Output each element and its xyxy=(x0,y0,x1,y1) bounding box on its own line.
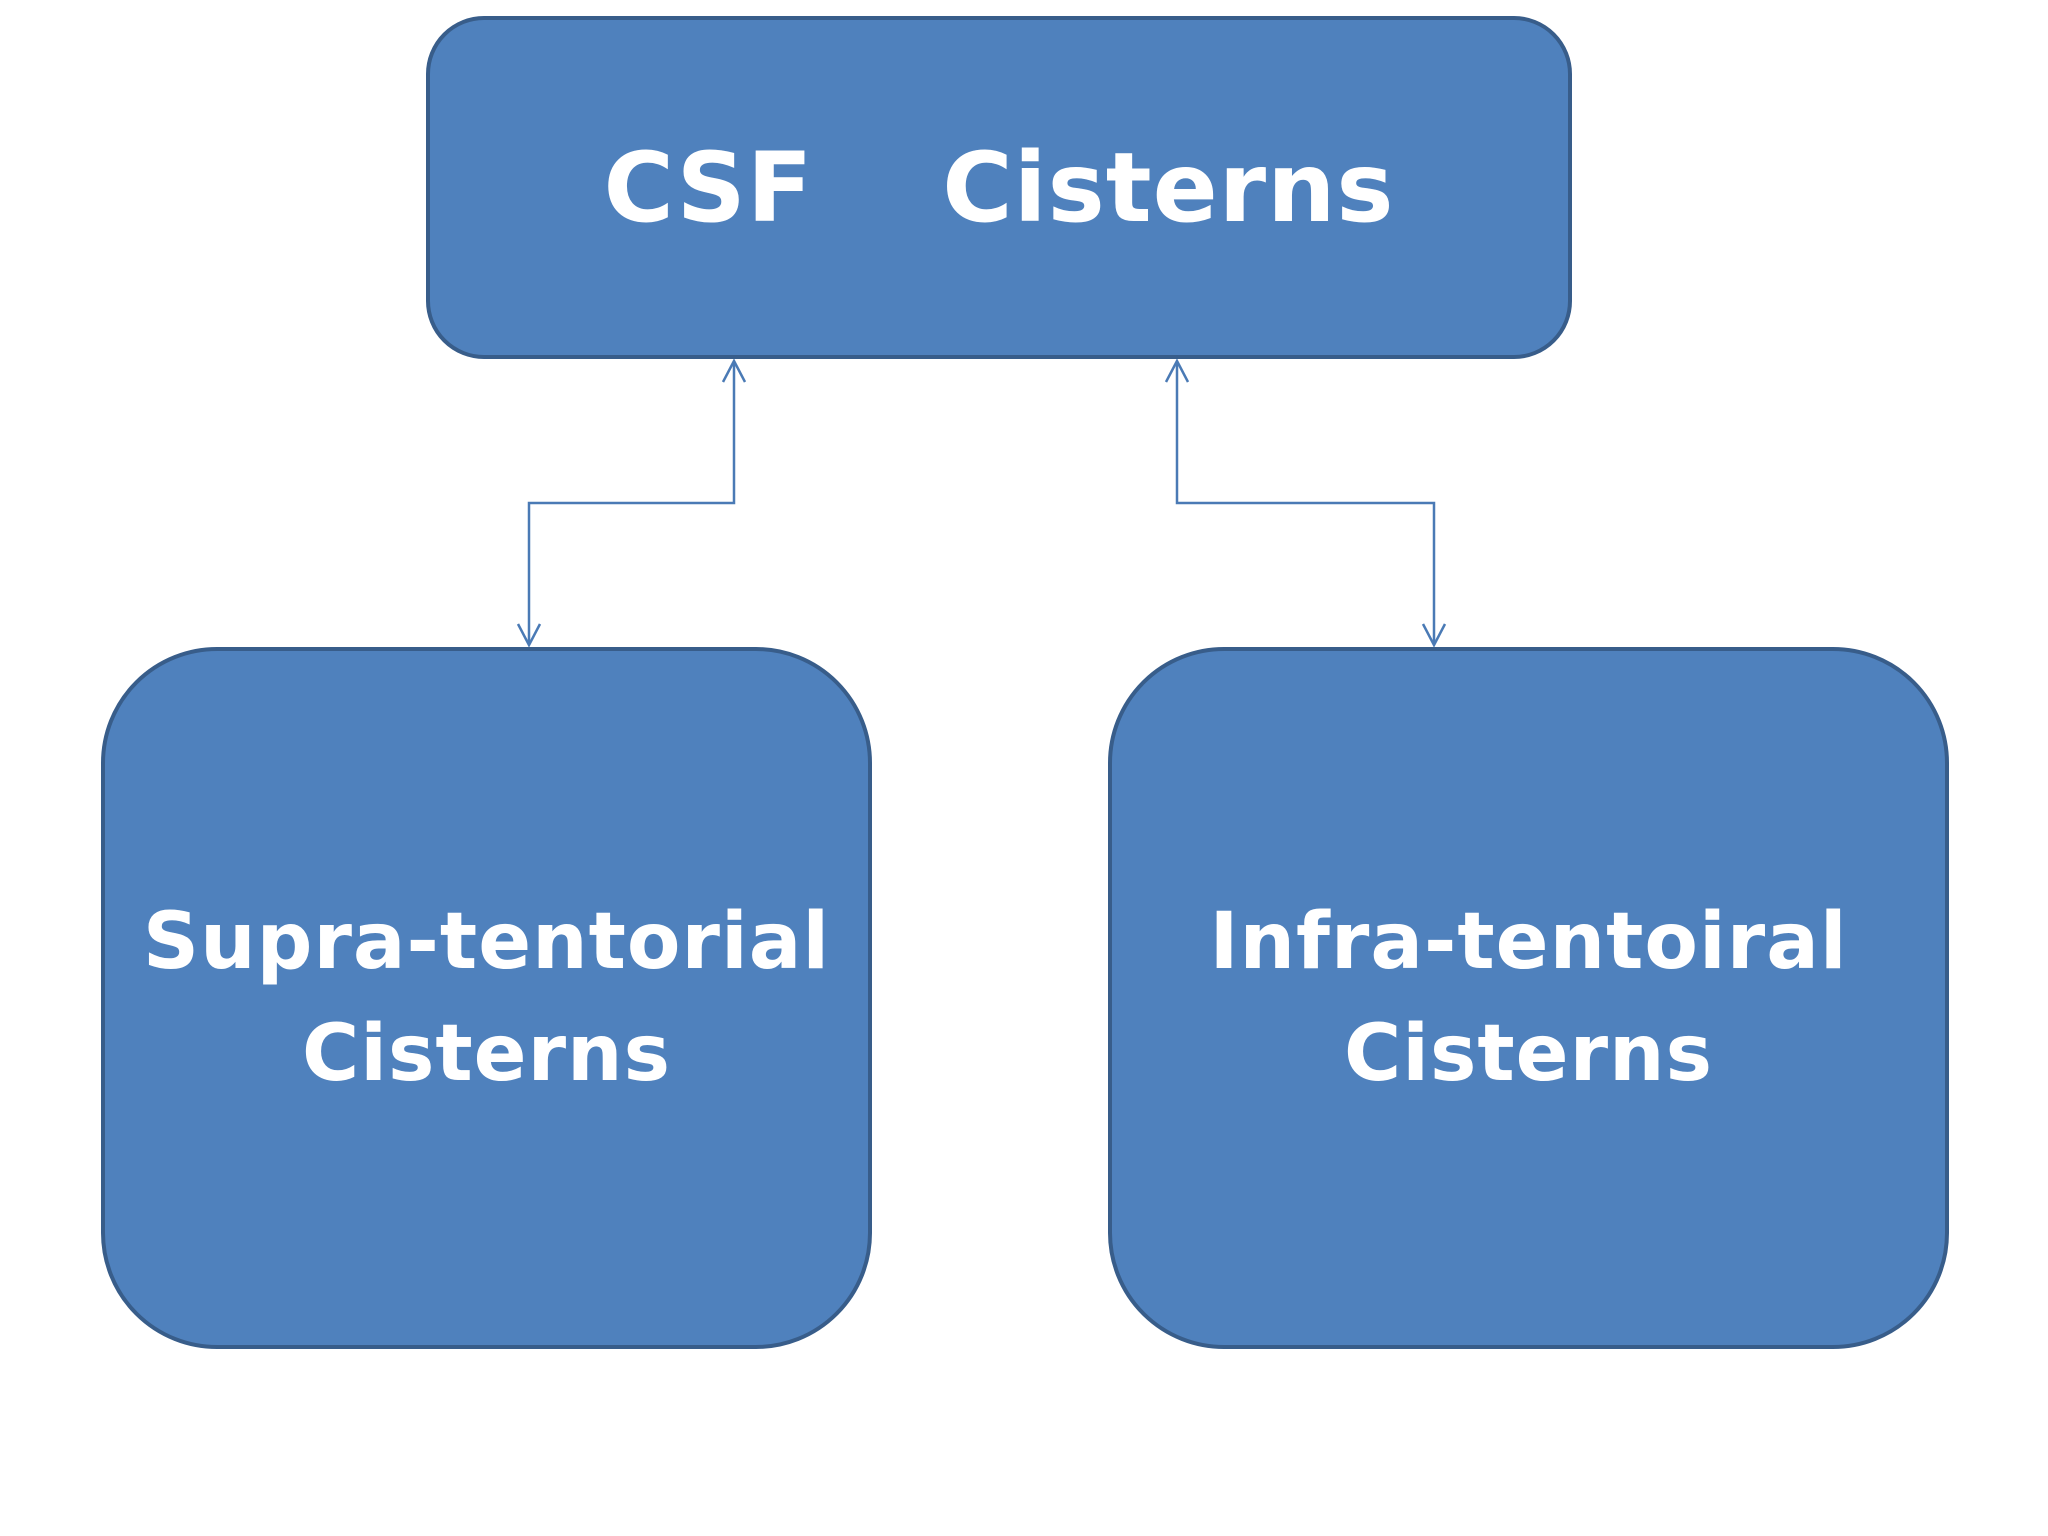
connector-root-to-infra xyxy=(1175,361,1436,645)
arrowhead-root-left xyxy=(721,358,747,383)
connector-root-to-supra xyxy=(527,361,736,645)
supra-tentorial-label: Supra-tentorial Cisterns xyxy=(143,886,830,1110)
infra-tentorial-label: Infra-tentoiral Cisterns xyxy=(1209,886,1847,1110)
infra-tentorial-line2: Cisterns xyxy=(1343,1009,1714,1099)
root-node-label: CSF Cisterns xyxy=(603,131,1395,244)
infra-tentorial-box: Infra-tentoiral Cisterns xyxy=(1108,647,1949,1349)
infra-tentorial-line1: Infra-tentoiral xyxy=(1209,897,1848,987)
arrowhead-infra xyxy=(1421,623,1447,648)
supra-tentorial-line1: Supra-tentorial xyxy=(142,897,831,987)
supra-tentorial-box: Supra-tentorial Cisterns xyxy=(101,647,872,1349)
root-node-box: CSF Cisterns xyxy=(426,16,1572,359)
arrowhead-root-right xyxy=(1164,358,1190,383)
arrowhead-supra xyxy=(516,623,542,648)
supra-tentorial-line2: Cisterns xyxy=(301,1009,672,1099)
